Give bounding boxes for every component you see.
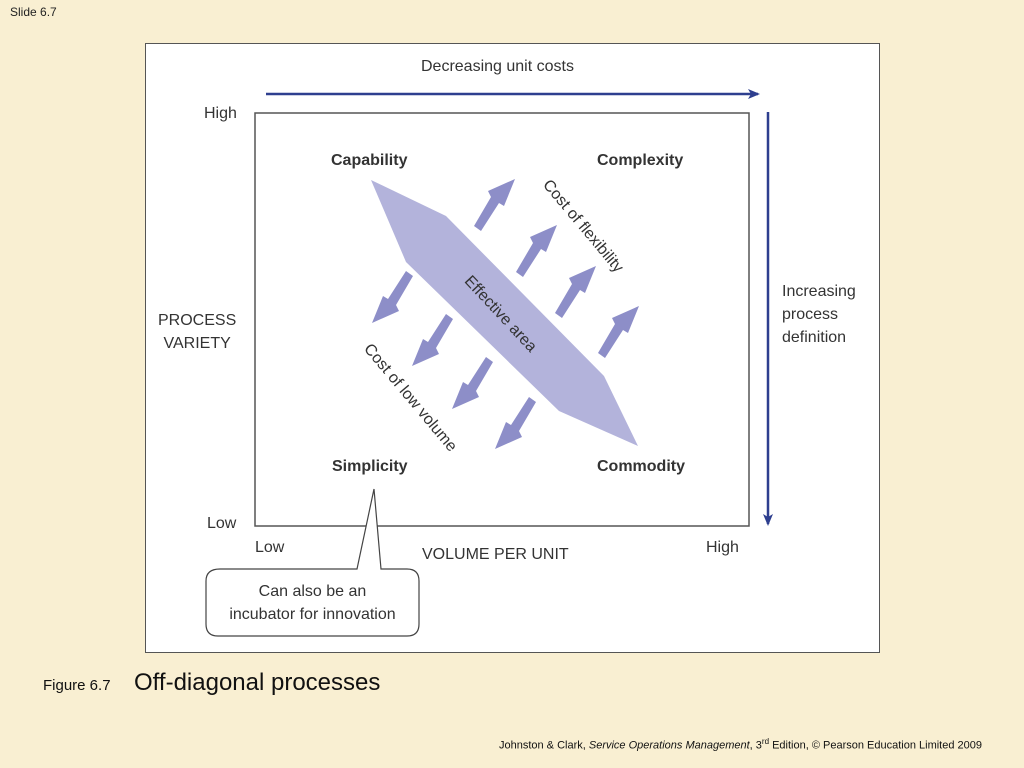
up-arrow-3 xyxy=(555,266,596,318)
y-high-label: High xyxy=(204,105,237,122)
corner-capability: Capability xyxy=(331,152,408,169)
increasing-definition-label: Increasing process definition xyxy=(782,280,856,349)
diagram-graphics xyxy=(205,89,773,637)
footer-edition-post: Edition, © Pearson Education Limited 200… xyxy=(769,739,982,752)
effective-area-band xyxy=(371,180,638,446)
slide-number: Slide 6.7 xyxy=(10,5,57,19)
y-axis-title-line-2: VARIETY xyxy=(163,335,231,352)
y-axis-title: PROCESS VARIETY xyxy=(158,309,236,355)
increasing-definition-line-1: Increasing xyxy=(782,283,856,300)
footer-book-title: Service Operations Management xyxy=(588,739,750,752)
corner-commodity: Commodity xyxy=(597,458,685,475)
x-low-label: Low xyxy=(255,539,285,556)
down-arrow-1 xyxy=(372,271,413,323)
decreasing-costs-label: Decreasing unit costs xyxy=(421,58,574,75)
callout-line-2: incubator for innovation xyxy=(229,606,396,623)
callout-bubble xyxy=(205,488,420,637)
matrix-box xyxy=(254,112,750,527)
down-arrow-3 xyxy=(452,357,493,409)
down-arrow-4 xyxy=(495,397,536,449)
up-arrow-2 xyxy=(516,225,557,277)
y-axis-title-line-1: PROCESS xyxy=(158,312,237,329)
footer-authors: Johnston & Clark, xyxy=(498,739,589,752)
x-axis-title: VOLUME PER UNIT xyxy=(422,546,569,563)
diagram-panel: Decreasing unit costs High Low Low High … xyxy=(145,43,880,653)
x-high-label: High xyxy=(706,539,739,556)
figure-title: Off-diagonal processes xyxy=(134,669,381,696)
footer-edition-pre: , 3 xyxy=(749,739,762,752)
citation-footer: Johnston & Clark, Service Operations Man… xyxy=(499,737,982,752)
flexibility-arrows xyxy=(474,179,639,358)
up-arrow-1 xyxy=(474,179,515,231)
callout-text: Can also be an incubator for innovation xyxy=(208,580,417,626)
y-low-label: Low xyxy=(207,515,237,532)
corner-complexity: Complexity xyxy=(597,152,684,169)
low-volume-arrows xyxy=(372,271,536,449)
footer-edition-sup: rd xyxy=(761,737,770,746)
figure-number: Figure 6.7 xyxy=(43,677,111,694)
increasing-definition-line-3: definition xyxy=(782,329,847,346)
down-arrow-2 xyxy=(412,314,453,366)
callout-line-1: Can also be an xyxy=(258,583,367,600)
up-arrow-4 xyxy=(598,306,639,358)
corner-simplicity: Simplicity xyxy=(332,458,408,475)
increasing-definition-line-2: process xyxy=(782,306,839,323)
